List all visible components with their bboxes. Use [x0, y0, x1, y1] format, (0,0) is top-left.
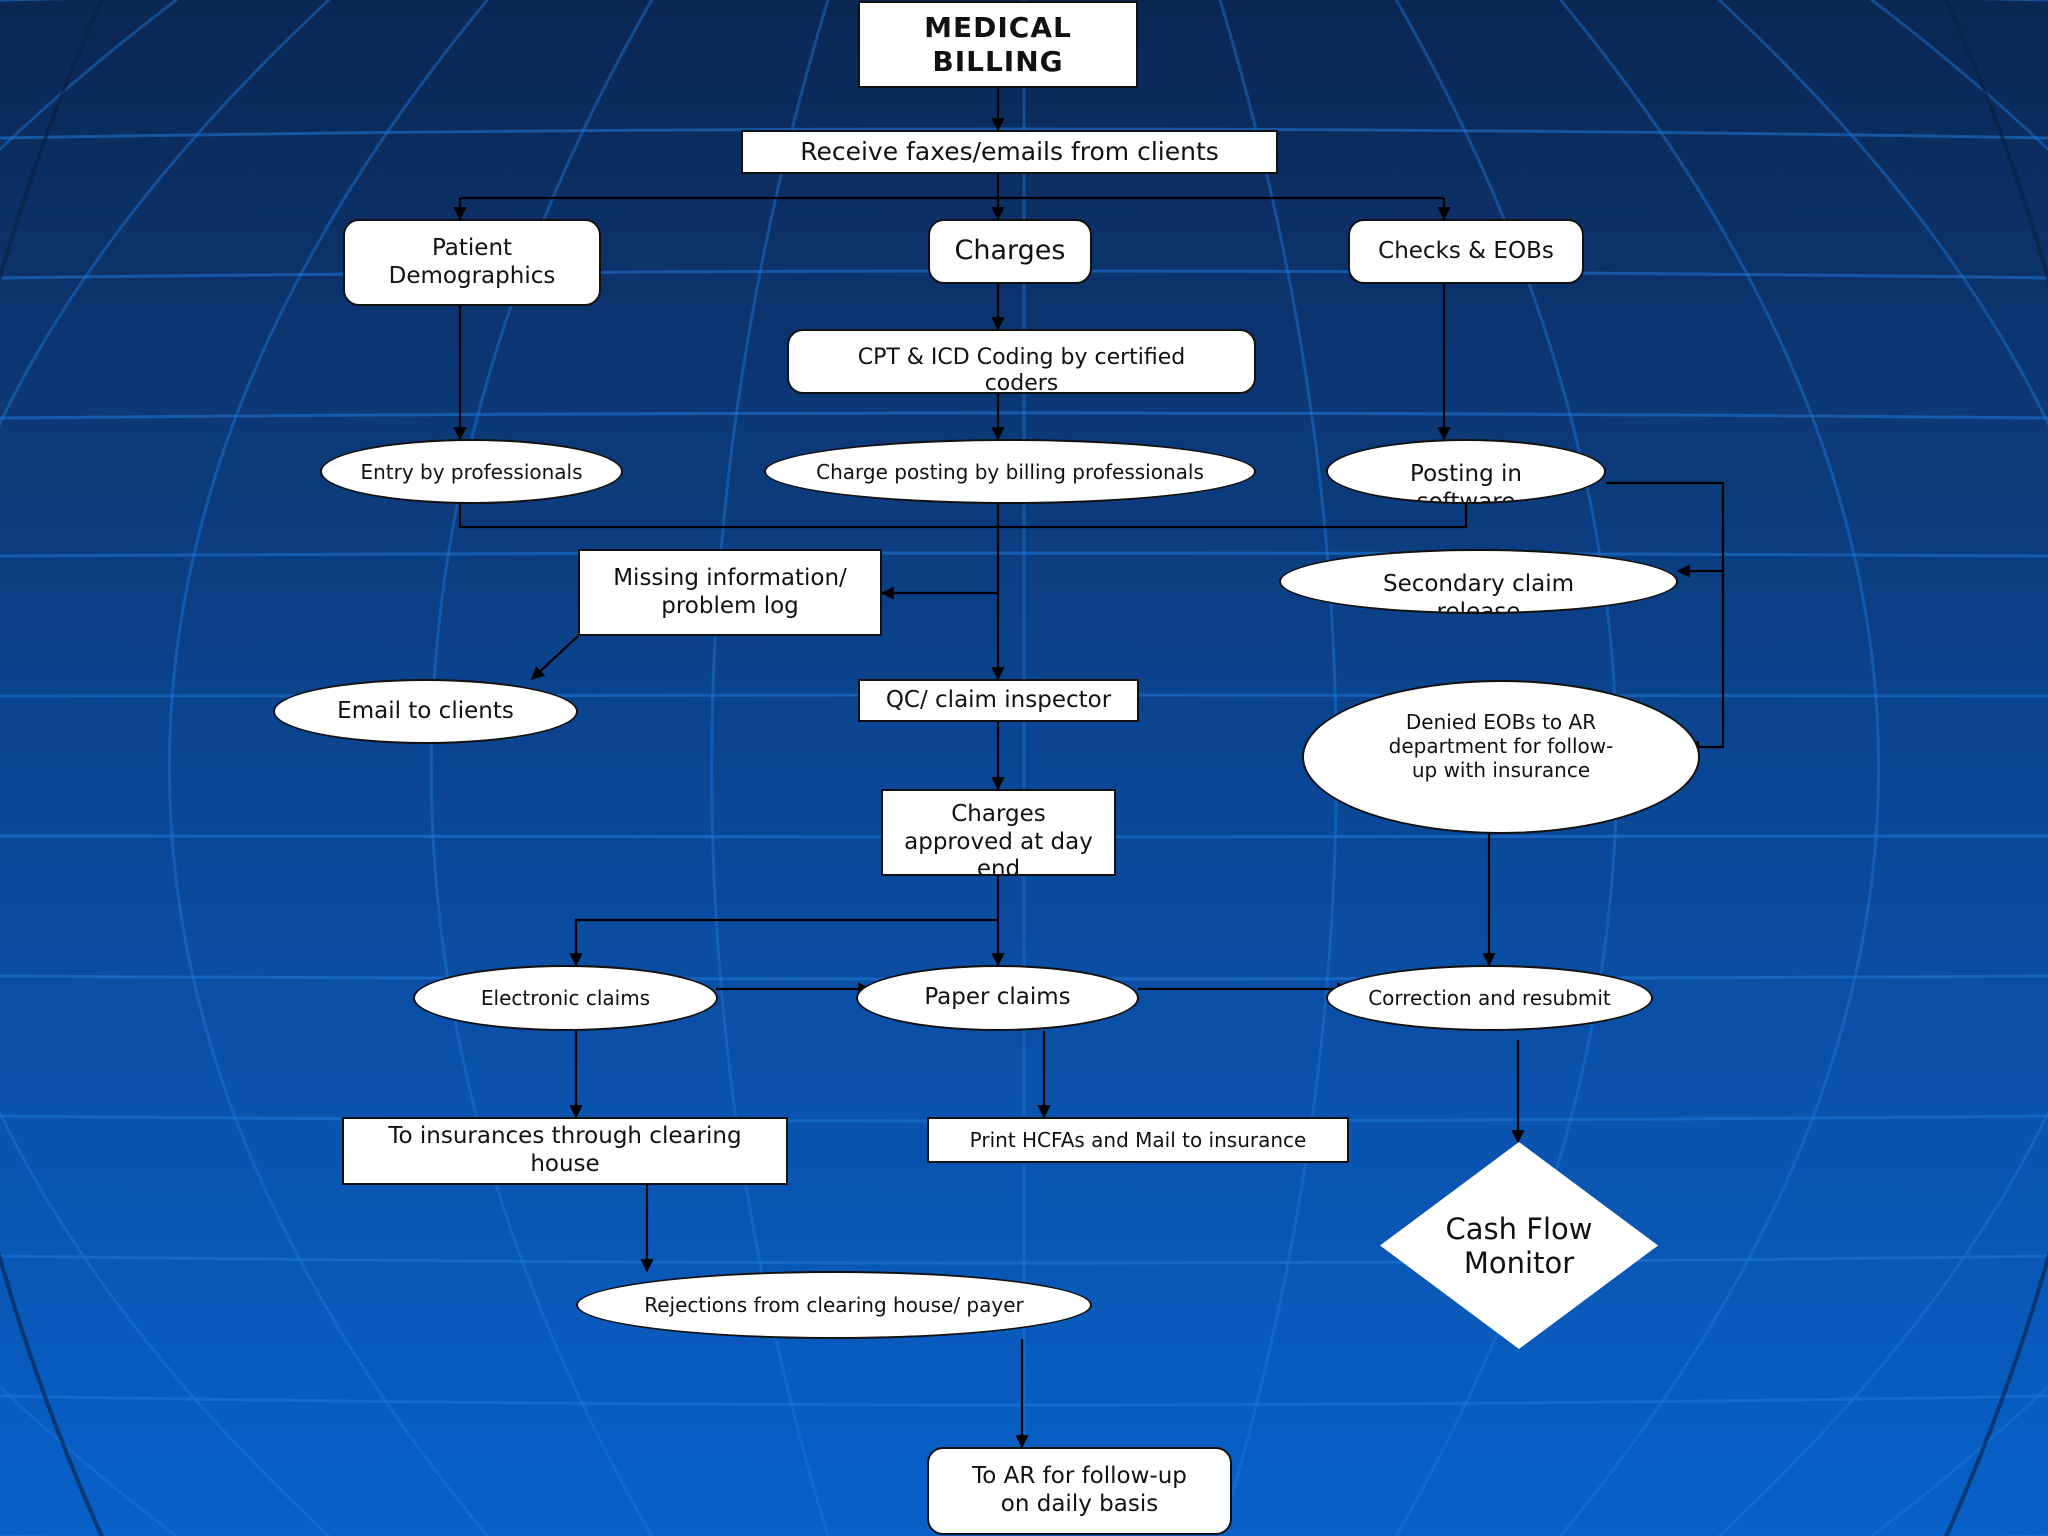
connector-software-right [1606, 481, 1725, 754]
posting-in-software-oval: Posting in software [1326, 439, 1606, 504]
receive-faxes-box: Receive faxes/emails from clients [741, 130, 1278, 174]
connector-merge-bottom [458, 504, 1468, 529]
charges-approved-box: Charges approved at day end [881, 789, 1116, 876]
missing-information-box: Missing information/ problem log [578, 549, 882, 636]
patient-demographics-box: Patient Demographics [343, 219, 601, 306]
checks-eobs-box: Checks & EOBs [1348, 219, 1584, 284]
grid-meridian [429, 0, 654, 1536]
qc-claim-inspector-box: QC/ claim inspector [858, 679, 1139, 722]
connector-missing-email [531, 635, 579, 680]
connector-approved-electronic [569, 918, 998, 967]
charge-posting-oval: Charge posting by billing professionals [764, 439, 1256, 504]
correction-resubmit-oval: Correction and resubmit [1326, 965, 1653, 1031]
charges-box: Charges [928, 219, 1092, 284]
email-to-clients-oval: Email to clients [273, 679, 578, 744]
electronic-claims-oval: Electronic claims [413, 965, 718, 1031]
entry-by-professionals-oval: Entry by professionals [320, 439, 623, 504]
grid-meridian [1558, 0, 1880, 1536]
to-ar-followup-box: To AR for follow-up on daily basis [927, 1447, 1232, 1535]
denied-eobs-oval: Denied EOBs to AR department for follow-… [1302, 680, 1700, 834]
paper-claims-oval: Paper claims [856, 965, 1139, 1031]
grid-band [0, 411, 2048, 420]
rejections-oval: Rejections from clearing house/ payer [576, 1271, 1092, 1339]
secondary-claim-release-oval: Secondary claim release [1279, 549, 1678, 614]
medical-billing-title: MEDICAL BILLING [858, 1, 1138, 88]
grid-band [0, 551, 2048, 558]
grid-band [0, 1254, 2048, 1265]
grid-meridian [168, 0, 490, 1536]
grid-meridian [1716, 0, 2048, 1536]
to-insurances-box: To insurances through clearing house [342, 1117, 788, 1185]
print-hcfas-box: Print HCFAs and Mail to insurance [927, 1117, 1349, 1163]
grid-band [0, 127, 2048, 140]
cpt-icd-coding-box: CPT & ICD Coding by certified coders [787, 329, 1256, 394]
grid-meridian [0, 0, 332, 1536]
grid-band [0, 1394, 2048, 1407]
